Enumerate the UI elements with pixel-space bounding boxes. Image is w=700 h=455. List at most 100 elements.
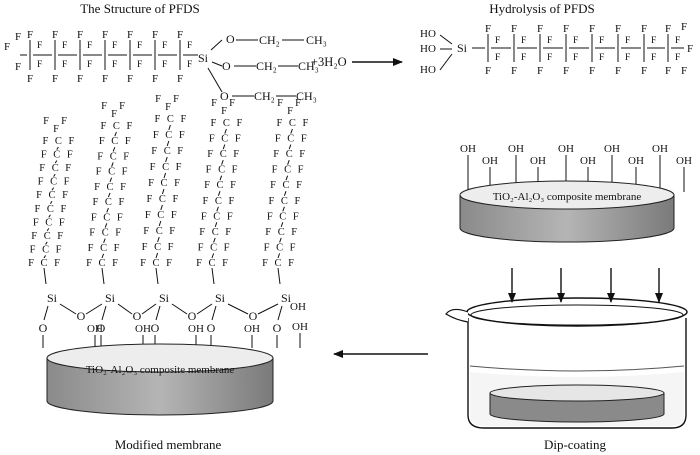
carbon-atom: C [286, 149, 293, 160]
fluorine-atom: F [77, 29, 83, 41]
fluorine-atom: F [56, 244, 62, 255]
fluorine-atom: F [127, 73, 133, 85]
carbon-atom: C [221, 134, 228, 145]
fluorine-atom: F [573, 53, 578, 63]
fluorine-atom: F [174, 178, 180, 189]
fluorine-atom: F [537, 23, 543, 35]
fluorine-atom: F [153, 130, 159, 141]
fluorine-atom: F [291, 227, 297, 238]
fluorine-atom: F [225, 227, 231, 238]
bond [216, 206, 219, 212]
membrane-label-top: TiO₂-Al₂O₃ composite membrane [493, 191, 642, 203]
bond [155, 252, 159, 259]
fluorine-atom: F [294, 196, 300, 207]
fluorine-atom: F [277, 98, 283, 109]
bond [221, 159, 224, 165]
fluorine-atom: F [15, 31, 21, 43]
fluorine-atom: F [198, 242, 204, 253]
hydroxyl-group: OH [530, 155, 546, 167]
oxygen-atom: O [151, 321, 160, 335]
bond [101, 305, 107, 321]
fluorine-atom: F [27, 73, 33, 85]
fluorine-atom: F [62, 190, 68, 201]
bond [101, 253, 105, 259]
fluorine-atom: F [37, 60, 42, 70]
fluorine-atom: F [299, 149, 305, 160]
fluorine-atom: F [204, 180, 210, 191]
bond [165, 156, 168, 163]
hydroxyl-group: OH [580, 155, 596, 167]
bond [53, 173, 56, 177]
fluorine-atom: F [168, 242, 174, 253]
bond [157, 236, 160, 243]
carbon-atom: C [167, 114, 174, 125]
fluorine-atom: F [86, 258, 92, 269]
methylene-group: CH₂ [256, 59, 277, 73]
fluorine-atom: F [288, 258, 294, 269]
fluorine-atom: F [42, 136, 48, 147]
bond [155, 267, 159, 285]
fluorine-atom: F [94, 182, 100, 193]
fluorine-atom: F [547, 36, 552, 46]
bond [168, 124, 171, 131]
silicon-atom: Si [281, 291, 292, 305]
carbon-atom: C [113, 121, 120, 132]
methylene-group: CH₂ [254, 89, 275, 103]
fluorine-atom: F [96, 167, 102, 178]
fluorine-atom: F [142, 242, 148, 253]
fluorine-atom: F [268, 196, 274, 207]
bond [288, 144, 292, 150]
fluorine-atom: F [199, 227, 205, 238]
fluorine-atom: F [563, 65, 569, 77]
fluorine-atom: F [57, 231, 63, 242]
fluorine-atom: F [298, 165, 304, 176]
bond [117, 303, 133, 315]
fluorine-atom: F [41, 150, 47, 161]
dip-coating-beaker [445, 268, 688, 429]
fluorine-atom: F [125, 136, 131, 147]
bond [211, 267, 215, 285]
bond [43, 305, 49, 321]
fluorine-atom: F [36, 190, 42, 201]
fluorine-atom: F [187, 41, 192, 51]
carbon-atom: C [55, 136, 62, 147]
bond [104, 223, 108, 228]
carbon-atom: C [213, 211, 220, 222]
bond [51, 187, 55, 191]
carbon-atom: C [289, 118, 296, 129]
fluorine-atom: F [521, 53, 526, 63]
fluorine-atom: F [675, 53, 680, 63]
oxygen-atom: O [133, 309, 142, 323]
bond [107, 192, 111, 198]
fluorine-atom: F [202, 196, 208, 207]
fluorine-atom: F [52, 29, 58, 41]
fluorine-atom: F [99, 136, 105, 147]
oxygen-atom: O [273, 321, 282, 335]
silicon-atom: Si [47, 291, 58, 305]
carbon-atom: C [106, 182, 113, 193]
fluorine-atom: F [201, 211, 207, 222]
bond [112, 147, 116, 152]
fluorine-atom: F [145, 210, 151, 221]
fluorine-atom: F [276, 118, 282, 129]
fluorine-atom: F [615, 65, 621, 77]
fluorine-atom: F [101, 101, 107, 112]
fluorine-atom: F [235, 134, 241, 145]
bond [48, 214, 51, 218]
fluorine-atom: F [295, 98, 301, 109]
fluorine-atom: F [92, 197, 98, 208]
carbon-atom: C [210, 242, 217, 253]
hydroxyl-group: OH [188, 323, 204, 335]
fluorine-atom: F [221, 106, 227, 117]
bond [257, 303, 279, 315]
fluorine-atom: F [33, 217, 39, 228]
oxygen-atom: O [77, 309, 86, 323]
fluorine-atom: F [27, 29, 33, 41]
carbon-atom: C [105, 197, 112, 208]
fluorine-atom: F [34, 204, 40, 215]
fluorine-atom: F [681, 65, 687, 77]
fluorine-atom: F [172, 194, 178, 205]
bond [46, 228, 50, 232]
